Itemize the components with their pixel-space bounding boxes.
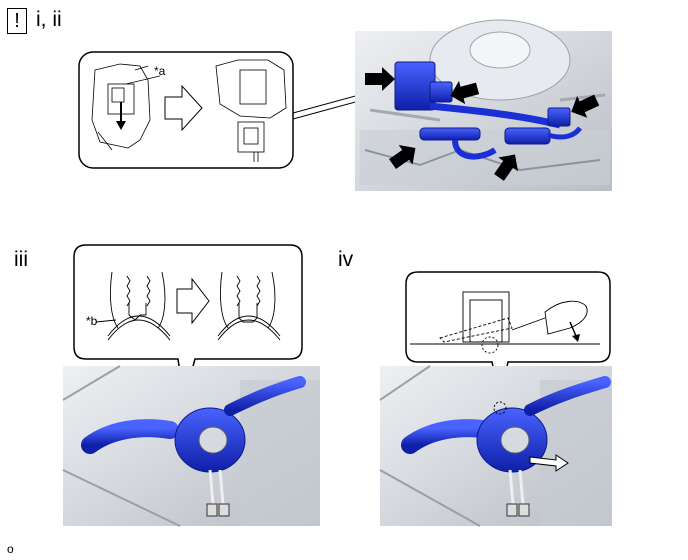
arrow-right-icon	[164, 84, 203, 132]
warning-icon: !	[7, 8, 27, 34]
callout-b-label: *b	[86, 314, 98, 328]
connector-after-sketch	[215, 59, 287, 162]
screwdriver-sketch	[410, 291, 600, 354]
claw-before-sketch	[95, 271, 171, 341]
arrow-down-icon	[116, 102, 126, 130]
photo-combination-switch-iv	[379, 365, 612, 527]
detail-callout-connector	[78, 51, 393, 169]
arrow-right-icon	[176, 277, 210, 325]
photo-arrows-top	[365, 67, 600, 181]
photo-combination-switch-iii	[62, 365, 320, 527]
arrow-down-icon	[569, 321, 580, 342]
callout-a-label: *a	[154, 64, 166, 78]
claw-after-sketch	[217, 271, 281, 341]
step-label-iv: iv	[338, 248, 354, 271]
step-label-iii: iii	[14, 248, 28, 271]
step-label-i-ii: i, ii	[36, 8, 62, 31]
footer-mark: o	[7, 542, 14, 556]
connector-before-sketch	[91, 63, 161, 151]
